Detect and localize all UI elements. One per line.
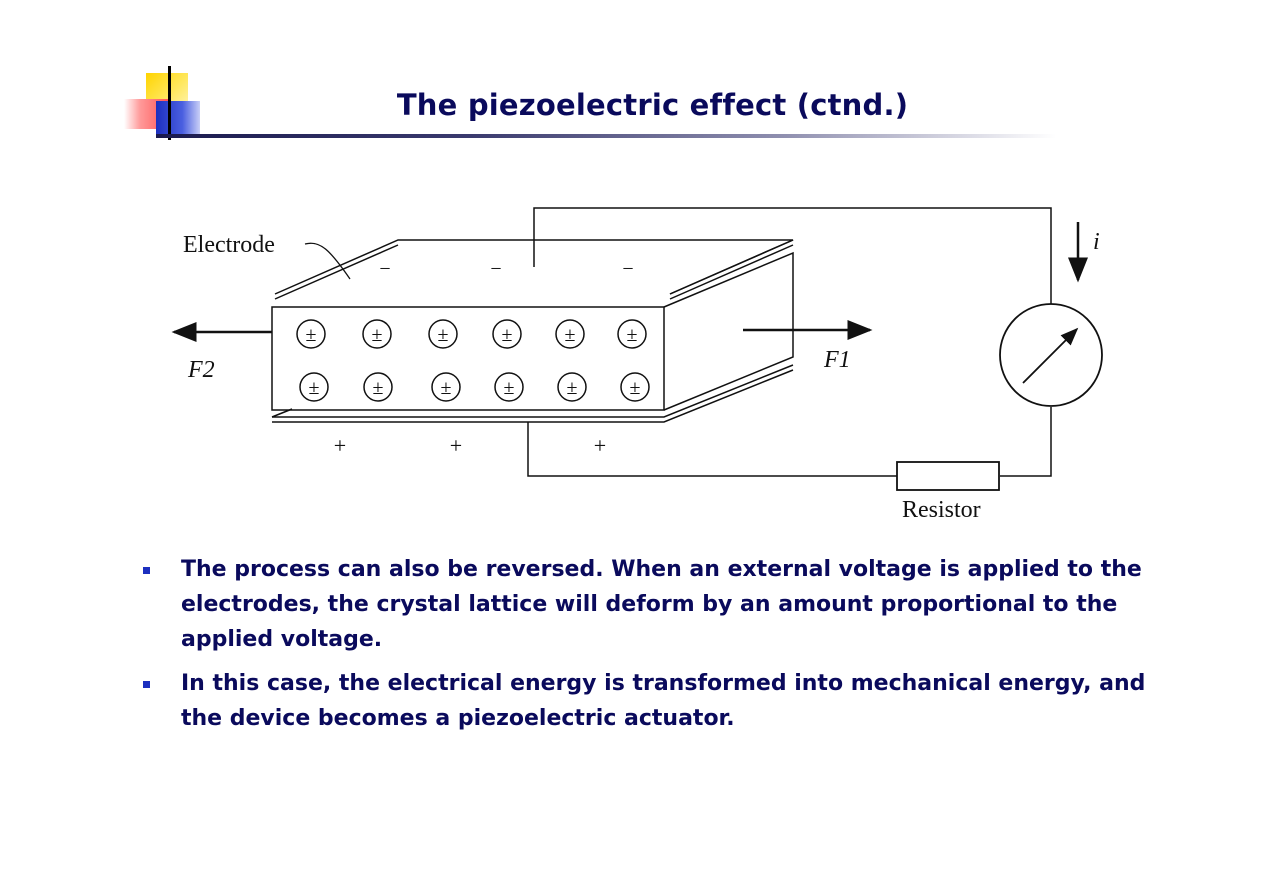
bullet-text: In this case, the electrical energy is t… bbox=[181, 671, 1146, 731]
electrode-leader-line bbox=[304, 242, 351, 280]
piezoelectric-circuit-diagram: ± ± ± ± ± ± ± ± ± ± ± ± − − − + + + Elec… bbox=[171, 207, 1103, 523]
electrode-label: Electrode bbox=[183, 232, 275, 258]
title-decoration-blue-square bbox=[156, 101, 200, 137]
dipole: ± bbox=[617, 319, 647, 349]
dipole: ± bbox=[555, 319, 585, 349]
dipole-symbol: ± bbox=[441, 377, 452, 399]
bullet-list: The process can also be reversed. When a… bbox=[140, 552, 1150, 745]
piezo-crystal bbox=[271, 251, 794, 411]
bullet-item: The process can also be reversed. When a… bbox=[140, 552, 1150, 657]
dipole: ± bbox=[296, 319, 326, 349]
force-left-label: F2 bbox=[187, 357, 215, 383]
dipole-symbol: ± bbox=[372, 324, 383, 346]
dipole: ± bbox=[431, 372, 461, 402]
positive-charge: + bbox=[450, 433, 462, 458]
top-charges: − − − bbox=[379, 258, 633, 280]
title-underline bbox=[156, 134, 1056, 138]
positive-charge: + bbox=[334, 433, 346, 458]
dipole-symbol: ± bbox=[438, 324, 449, 346]
positive-charge: + bbox=[594, 433, 606, 458]
bullet-item: In this case, the electrical energy is t… bbox=[140, 666, 1150, 736]
title-decoration-line bbox=[168, 66, 171, 140]
dipole: ± bbox=[362, 319, 392, 349]
current-label: i bbox=[1093, 229, 1100, 255]
top-electrode bbox=[274, 239, 794, 300]
negative-charge: − bbox=[622, 258, 633, 280]
dipole-symbol: ± bbox=[630, 377, 641, 399]
force-right-label: F1 bbox=[823, 347, 851, 373]
bottom-electrode bbox=[271, 364, 794, 423]
dipole-symbol: ± bbox=[309, 377, 320, 399]
negative-charge: − bbox=[379, 258, 390, 280]
ammeter bbox=[999, 303, 1103, 407]
dipole-symbol: ± bbox=[502, 324, 513, 346]
dipole-symbol: ± bbox=[306, 324, 317, 346]
dipole: ± bbox=[428, 319, 458, 349]
dipole-symbol: ± bbox=[627, 324, 638, 346]
dipole: ± bbox=[557, 372, 587, 402]
slide-title: The piezoelectric effect (ctnd.) bbox=[396, 88, 909, 122]
bullet-marker bbox=[143, 567, 150, 574]
dipole-symbol: ± bbox=[373, 377, 384, 399]
dipole-symbol: ± bbox=[565, 324, 576, 346]
bottom-charges: + + + bbox=[334, 433, 606, 458]
dipole: ± bbox=[299, 372, 329, 402]
dipole: ± bbox=[494, 372, 524, 402]
resistor bbox=[896, 461, 1000, 491]
bullet-text: The process can also be reversed. When a… bbox=[181, 557, 1142, 652]
dipole: ± bbox=[620, 372, 650, 402]
dipole-symbol: ± bbox=[504, 377, 515, 399]
dipole: ± bbox=[363, 372, 393, 402]
dipole-symbol: ± bbox=[567, 377, 578, 399]
resistor-label: Resistor bbox=[902, 497, 981, 523]
dipole-grid: ± ± ± ± ± ± ± ± ± ± ± ± bbox=[296, 319, 650, 402]
negative-charge: − bbox=[490, 258, 501, 280]
dipole: ± bbox=[492, 319, 522, 349]
bullet-marker bbox=[143, 681, 150, 688]
circuit-wires bbox=[527, 207, 1052, 477]
